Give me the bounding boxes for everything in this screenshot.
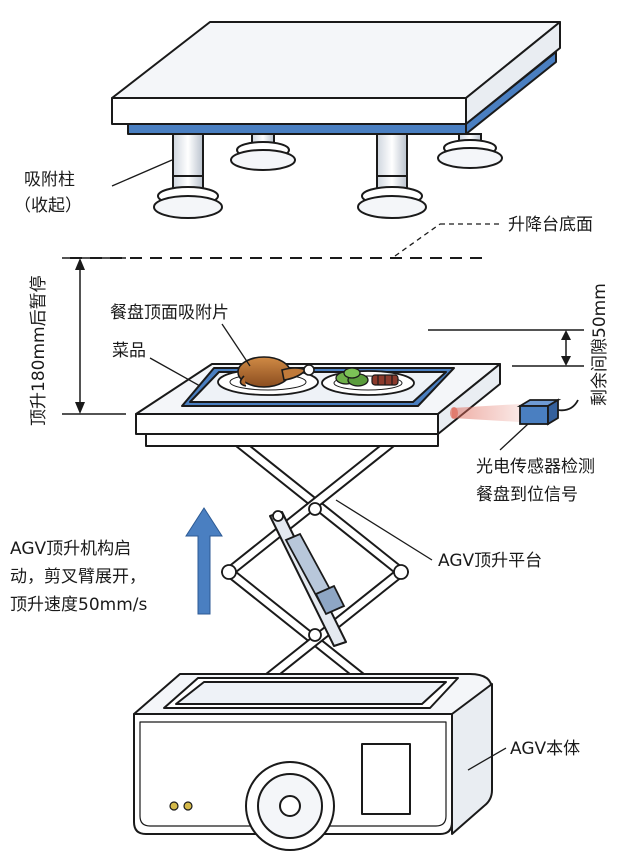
- agv-platform-label: AGV顶升平台: [438, 551, 542, 571]
- plate-right: [321, 370, 415, 396]
- sensor-beam-spot: [450, 407, 458, 419]
- meat-icon: [371, 374, 399, 386]
- suction-column-back-right: [437, 133, 503, 169]
- agv-platform-leader: [335, 499, 433, 561]
- tray-suction-leader: [221, 323, 251, 367]
- lift-arrow-icon: [185, 507, 223, 615]
- indicator-light-2: [183, 801, 193, 811]
- indicator-light-1: [169, 801, 179, 811]
- agv-lift-label-line1: AGV顶升机构启: [10, 539, 131, 559]
- remaining-gap-dimension: [428, 329, 584, 367]
- agv-wheel: [245, 761, 335, 851]
- suction-column-leader: [111, 159, 173, 187]
- sensor-beam: [452, 404, 520, 422]
- suction-column-state-label: （收起）: [14, 196, 82, 216]
- dish-leader: [149, 357, 201, 387]
- roast-chicken-icon: [237, 356, 315, 388]
- sensor-label-line1: 光电传感器检测: [476, 457, 595, 477]
- lift-table-bottom-leader: [394, 223, 441, 257]
- suction-column-label: 吸附柱: [24, 170, 75, 190]
- agv-body-leader: [467, 747, 507, 771]
- suction-column-front-right: [357, 133, 427, 219]
- suction-column-back-left: [230, 133, 296, 171]
- sensor-leader: [499, 423, 529, 451]
- tray-suction-label: 餐盘顶面吸附片: [110, 303, 229, 323]
- hydraulic-cylinder: [284, 532, 346, 616]
- lift-table: [111, 21, 561, 135]
- suction-columns: [153, 133, 503, 219]
- agv-body-label: AGV本体: [510, 739, 580, 759]
- suction-column-front-left: [153, 133, 223, 219]
- sensor-label-line2: 餐盘到位信号: [476, 485, 578, 505]
- pivot-joints: [221, 502, 409, 642]
- remaining-gap-label: 剩余间隙50mm: [590, 283, 610, 406]
- lift-pause-label: 顶升180mm后暂停: [29, 275, 49, 426]
- vegetables-icon: [335, 367, 369, 387]
- agv-lift-label-line3: 顶升速度50mm/s: [10, 595, 147, 615]
- lift-table-bottom-label: 升降台底面: [508, 215, 593, 235]
- lift-distance-dimension: [62, 257, 126, 415]
- agv-lift-label-line2: 动，剪叉臂展开，: [10, 567, 146, 587]
- dish-label: 菜品: [112, 341, 146, 361]
- photoelectric-sensor: [516, 398, 579, 426]
